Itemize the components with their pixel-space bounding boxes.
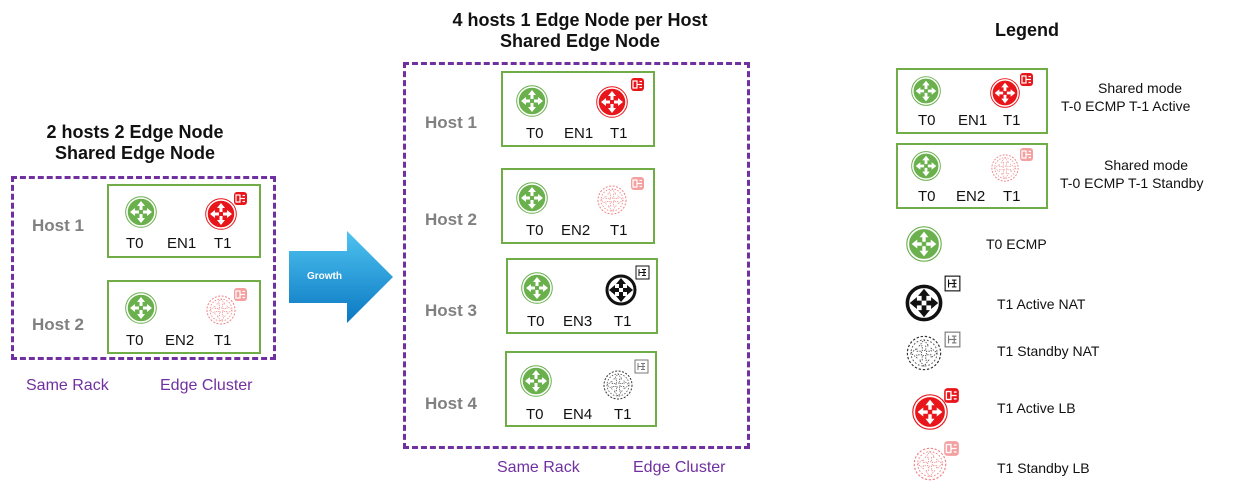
middle-host-2-node: T0 EN2 T1 <box>501 168 655 244</box>
legend-shared-active-line1: Shared mode <box>1098 80 1183 96</box>
t1-active-nat-router-icon <box>605 274 637 306</box>
legend-shared-standby-node: T0 EN2 T1 <box>896 143 1048 209</box>
middle-title-line2: Shared Edge Node <box>499 31 661 51</box>
en-label: EN2 <box>165 332 195 349</box>
t0-router-icon <box>516 85 548 117</box>
legend-t1-standby-nat-icon <box>906 335 942 371</box>
legend-t1-active-nat-label: T1 Active NAT <box>997 296 1086 312</box>
t0-router-icon <box>516 182 548 214</box>
t0-router-icon <box>521 272 553 304</box>
t0-label: T0 <box>918 188 936 205</box>
growth-arrow <box>289 231 393 323</box>
nat-badge-icon <box>944 275 961 292</box>
en-label: EN1 <box>958 112 988 129</box>
legend-t1-active-nat-icon <box>905 284 943 322</box>
en-label: EN2 <box>561 222 591 239</box>
en-label: EN4 <box>563 406 593 423</box>
left-title-line2: Shared Edge Node <box>54 143 216 163</box>
legend-shared-active-line2: T-0 ECMP T-1 Active <box>1061 98 1191 114</box>
t1-label: T1 <box>214 235 232 252</box>
left-host-1-label: Host 1 <box>32 216 84 235</box>
t0-router-icon <box>520 365 552 397</box>
legend-t1-standby-nat-label: T1 Standby NAT <box>997 343 1100 359</box>
t1-label: T1 <box>610 222 628 239</box>
t0-label: T0 <box>126 332 144 349</box>
t1-active-lb-router-icon <box>990 78 1020 108</box>
t1-standby-nat-router-icon <box>603 370 633 400</box>
lb-standby-badge-icon <box>943 440 960 457</box>
middle-host-3-label: Host 3 <box>425 301 477 320</box>
t0-router-icon <box>911 76 941 106</box>
lb-standby-badge-icon <box>233 287 248 302</box>
lb-standby-badge-icon <box>630 176 645 191</box>
legend-t1-active-lb-label: T1 Active LB <box>997 400 1076 416</box>
middle-host-3-node: T0 EN3 T1 <box>506 258 658 334</box>
growth-label: Growth <box>307 271 342 282</box>
left-edge-cluster <box>11 176 276 360</box>
legend-shared-standby-line2: T-0 ECMP T-1 Standby <box>1060 175 1204 191</box>
t0-label: T0 <box>526 406 544 423</box>
t0-router-icon <box>911 151 941 181</box>
nat-badge-icon <box>635 265 650 280</box>
left-host-1-node: T0 EN1 T1 <box>107 184 261 258</box>
middle-host-1-label: Host 1 <box>425 113 477 132</box>
left-edge-cluster-label: Edge Cluster <box>160 377 253 394</box>
t1-label: T1 <box>610 125 628 142</box>
middle-host-2-label: Host 2 <box>425 210 477 229</box>
middle-title-line1: 4 hosts 1 Edge Node per Host <box>452 10 708 30</box>
middle-host-4-label: Host 4 <box>425 394 477 413</box>
lb-active-badge-icon <box>1019 72 1034 87</box>
legend-shared-standby-line1: Shared mode <box>1104 157 1189 173</box>
middle-same-rack-label: Same Rack <box>497 459 580 476</box>
legend-t1-standby-lb-label: T1 Standby LB <box>997 460 1090 476</box>
t0-label: T0 <box>126 235 144 252</box>
legend-t0-ecmp-label: T0 ECMP <box>986 236 1047 252</box>
t1-active-lb-router-icon <box>596 86 628 118</box>
t0-label: T0 <box>527 313 545 330</box>
legend-title: Legend <box>995 20 1060 40</box>
legend-shared-active-node: T0 EN1 T1 <box>896 68 1048 134</box>
t1-label: T1 <box>614 406 632 423</box>
left-title-line1: 2 hosts 2 Edge Node <box>46 122 224 142</box>
middle-title: 4 hosts 1 Edge Node per Host Shared Edge… <box>420 10 740 52</box>
lb-active-badge-icon <box>630 77 645 92</box>
t1-label: T1 <box>214 332 232 349</box>
t0-router-icon <box>125 196 157 228</box>
lb-active-badge-icon <box>233 191 248 206</box>
left-host-2-node: T0 EN2 T1 <box>107 280 261 354</box>
lb-standby-badge-icon <box>1019 147 1034 162</box>
t1-standby-lb-router-icon <box>597 185 627 215</box>
nat-badge-icon <box>634 359 649 374</box>
t1-standby-lb-router-icon <box>991 154 1019 182</box>
left-host-2-label: Host 2 <box>32 315 84 334</box>
nat-badge-icon <box>944 331 961 348</box>
en-label: EN3 <box>563 313 593 330</box>
en-label: EN2 <box>956 188 986 205</box>
left-title: 2 hosts 2 Edge Node Shared Edge Node <box>15 122 255 164</box>
middle-host-1-node: T0 EN1 T1 <box>501 71 655 147</box>
t0-label: T0 <box>526 222 544 239</box>
left-same-rack-label: Same Rack <box>26 377 109 394</box>
lb-active-badge-icon <box>943 387 960 404</box>
t1-label: T1 <box>1003 188 1021 205</box>
en-label: EN1 <box>564 125 594 142</box>
t0-label: T0 <box>526 125 544 142</box>
t1-label: T1 <box>1003 112 1021 129</box>
en-label: EN1 <box>167 235 197 252</box>
t0-router-icon <box>125 292 157 324</box>
middle-host-4-node: T0 EN4 T1 <box>505 351 657 427</box>
legend-t0-ecmp-icon <box>906 226 942 262</box>
t0-label: T0 <box>918 112 936 129</box>
middle-edge-cluster <box>403 62 750 449</box>
middle-edge-cluster-label: Edge Cluster <box>633 459 726 476</box>
t1-label: T1 <box>614 313 632 330</box>
